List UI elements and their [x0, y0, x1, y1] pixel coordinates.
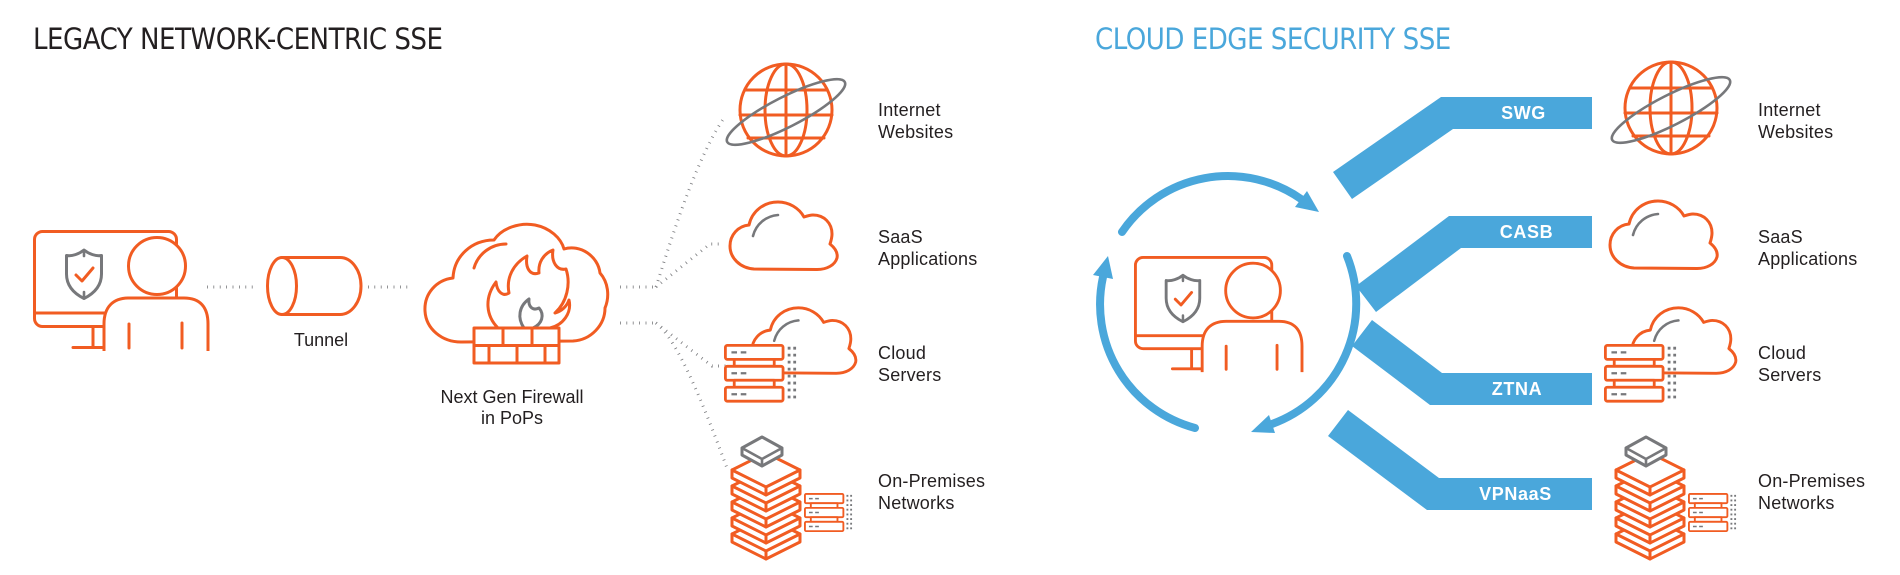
firewall-cloud-icon [423, 222, 610, 365]
ribbon-vpnaas [1328, 410, 1592, 510]
firewall-label-line1: Next Gen Firewall [440, 387, 584, 407]
cloud-edge-title: CLOUD EDGE SECURITY SSE [1095, 22, 1451, 56]
user-computer-icon [33, 230, 210, 353]
service-ribbons [1328, 97, 1592, 510]
label-saas-applications: SaaS Applications [878, 227, 978, 269]
label-internet-websites-right: Internet Websites [1758, 100, 1834, 142]
cloud-servers-icon [725, 308, 855, 402]
ribbon-casb [1356, 216, 1592, 312]
ribbon-label-casb: CASB [1499, 222, 1554, 242]
cloud-servers-icon-right [1605, 308, 1735, 402]
label-internet-websites: Internet Websites [878, 100, 954, 142]
on-premises-icon [732, 437, 851, 559]
firewall-label: Next Gen Firewall in PoPs [402, 387, 622, 429]
ribbon-label-vpnaas: VPNaaS [1479, 484, 1552, 504]
firewall-label-line2: in PoPs [480, 408, 544, 428]
label-cloud-servers: Cloud Servers [878, 343, 942, 385]
label-cloud-servers-right: Cloud Servers [1758, 343, 1822, 385]
ribbon-ztna [1352, 320, 1592, 405]
legacy-title: LEGACY NETWORK-CENTRIC SSE [33, 22, 443, 56]
label-saas-applications-right: SaaS Applications [1758, 227, 1858, 269]
user-computer-icon-right [1133, 256, 1304, 374]
ribbon-swg [1333, 97, 1592, 199]
ribbon-label-ztna: ZTNA [1491, 379, 1543, 399]
legacy-dotted-connectors [207, 117, 729, 469]
tunnel-label: Tunnel [293, 330, 349, 350]
cycle-arrows-icon [1093, 172, 1361, 433]
label-on-premises-networks: On-Premises Networks [878, 471, 986, 513]
ribbon-label-swg: SWG [1501, 103, 1546, 123]
saas-cloud-icon-right [1608, 199, 1719, 270]
tunnel-icon [266, 256, 363, 316]
internet-globe-icon [718, 62, 854, 158]
label-on-premises-networks-right: On-Premises Networks [1758, 471, 1866, 513]
internet-globe-icon-right [1603, 60, 1739, 156]
on-premises-icon-right [1616, 437, 1735, 559]
saas-cloud-icon [728, 200, 839, 271]
